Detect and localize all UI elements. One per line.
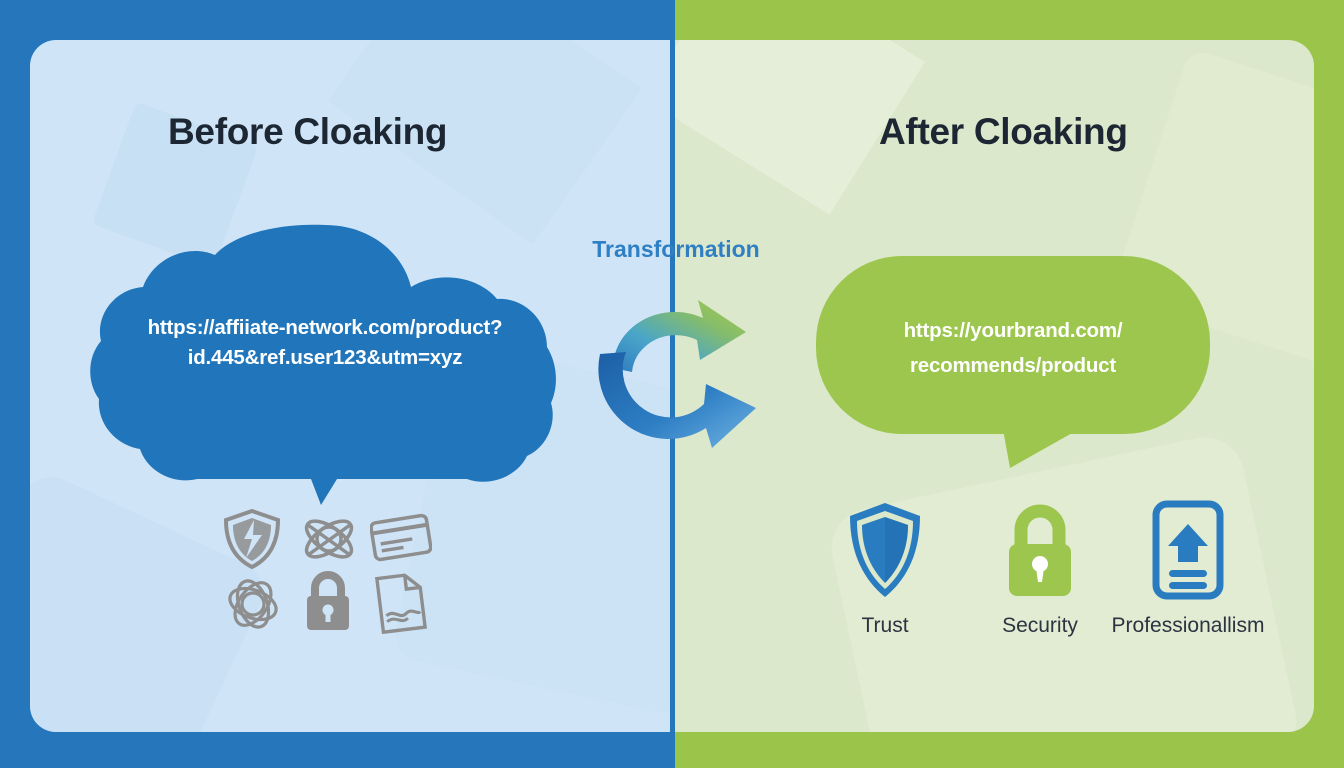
trust-item-professionalism: Professionallism	[1108, 500, 1268, 638]
trust-item-trust: Trust	[805, 500, 965, 638]
tangled-knot-icon	[304, 519, 354, 559]
center-divider	[670, 0, 675, 768]
broken-shield-icon	[223, 508, 281, 570]
before-url-cloud-bubble: https://affiiate-network.com/product? id…	[85, 215, 565, 505]
after-panel-title: After Cloaking	[879, 111, 1128, 152]
before-url-line-1: https://affiiate-network.com/product?	[147, 316, 503, 339]
trust-item-security: Security	[960, 500, 1120, 638]
after-url-bubble: https://yourbrand.com/ recommends/produc…	[816, 256, 1210, 468]
before-url-text: https://affiiate-network.com/product? id…	[85, 313, 565, 373]
transformation-label: Transformation	[592, 236, 760, 262]
before-panel-title: Before Cloaking	[168, 111, 448, 152]
credit-card-icon	[370, 513, 432, 562]
cloud-shape	[90, 224, 556, 505]
before-url-line-2: id.445&ref.user123&utm=xyz	[187, 346, 463, 369]
after-url-text: https://yourbrand.com/ recommends/produc…	[816, 313, 1210, 383]
torn-document-icon	[374, 573, 428, 634]
scribble-circle-icon	[228, 579, 278, 629]
document-upload-icon	[1152, 500, 1224, 600]
padlock-icon	[307, 571, 349, 630]
professionalism-label: Professionallism	[1111, 614, 1265, 637]
after-trust-icon-row: Trust Security	[820, 500, 1310, 660]
shield-icon	[850, 503, 920, 597]
pill-shape	[816, 256, 1210, 468]
security-label: Security	[1002, 614, 1078, 637]
transformation-arrows	[580, 280, 770, 460]
trust-label: Trust	[861, 614, 909, 637]
lock-icon	[1009, 504, 1071, 596]
before-negative-icon-grid	[222, 508, 432, 634]
after-url-line-2: recommends/product	[910, 354, 1116, 377]
after-url-line-1: https://yourbrand.com/	[903, 319, 1123, 342]
